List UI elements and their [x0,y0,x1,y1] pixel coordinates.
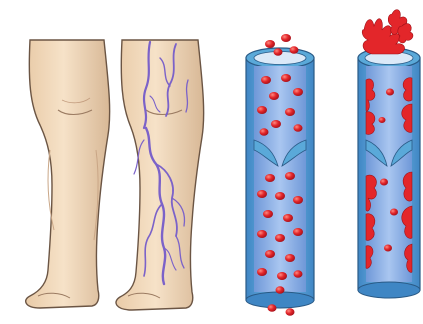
clotted-vein-bottom-opening [358,282,420,298]
healthy-vein-lumen [254,66,306,292]
varicose-leg [116,40,204,310]
clotted-vein-cross-section [358,10,420,298]
healthy-vein-cross-section [246,34,314,316]
healthy-vein-bottom-opening [246,292,314,308]
healthy-leg [26,40,110,308]
healthy-leg-shape [26,40,110,308]
